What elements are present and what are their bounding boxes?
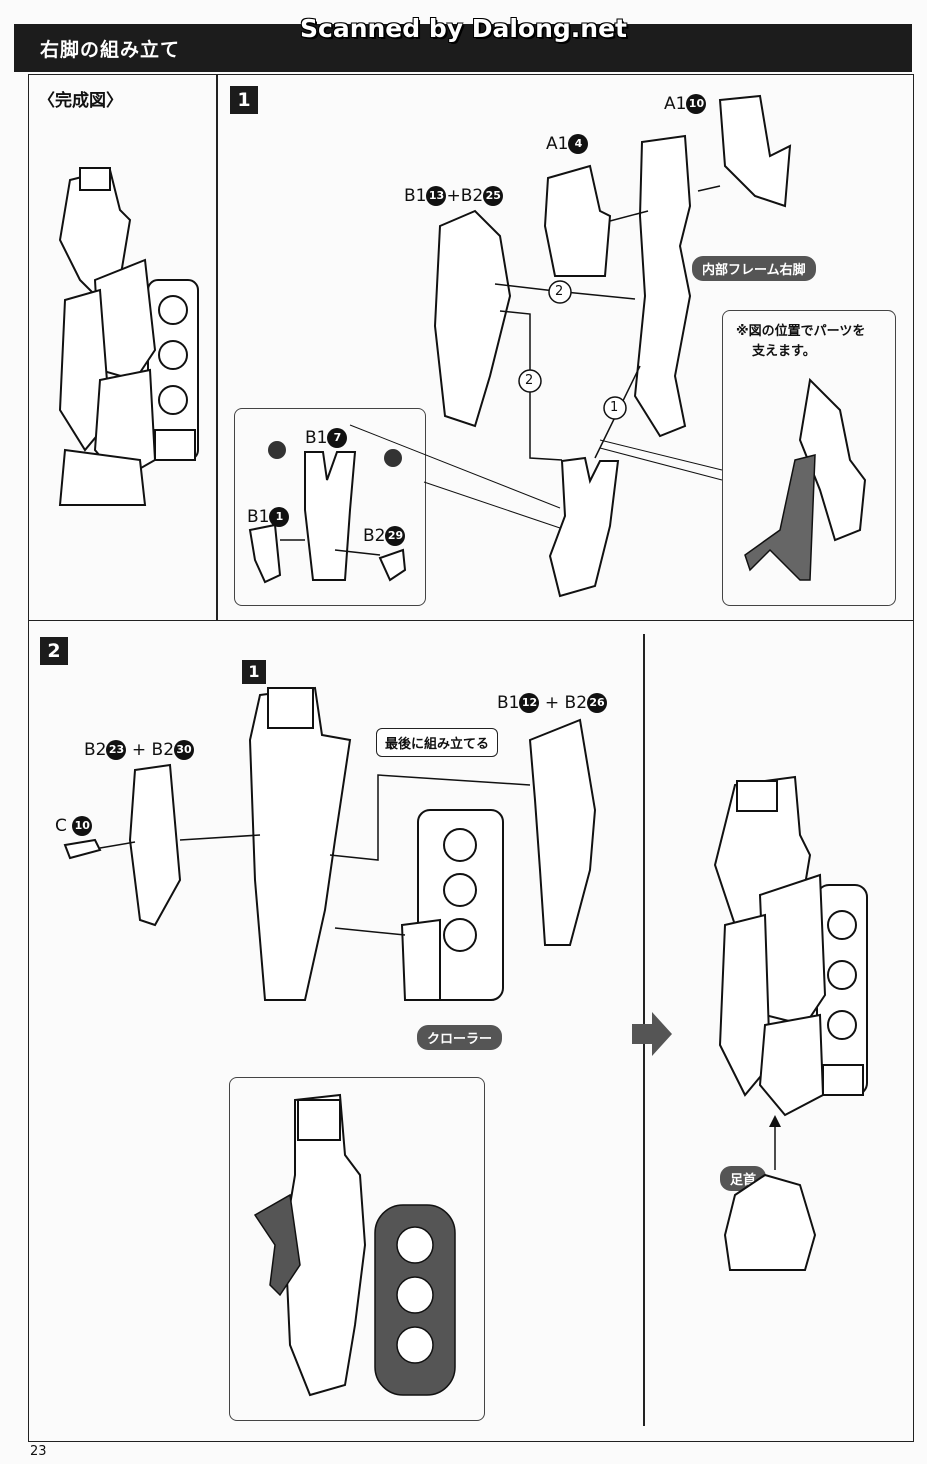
result-arrow-icon xyxy=(632,1012,672,1056)
crawler-detail-illustration xyxy=(253,1093,456,1397)
assemble-last-callout: 最後に組み立てる xyxy=(376,728,499,757)
support-note-line1: ※図の位置でパーツを xyxy=(736,324,866,339)
crawler-detail-box xyxy=(229,1077,485,1421)
inner-frame-label: 内部フレーム右脚 xyxy=(692,256,816,281)
step1-guide-lines xyxy=(349,424,723,529)
step2-panel xyxy=(28,620,914,1442)
step2-result-illustration xyxy=(713,775,868,1271)
support-note-box xyxy=(722,310,896,606)
complete-label: 〈完成図〉 xyxy=(38,91,123,111)
order-label-2a: 2 xyxy=(555,284,564,299)
order-label-2b: 2 xyxy=(525,373,534,388)
support-note-line2: 支えます。 xyxy=(752,344,816,359)
complete-leg-illustration xyxy=(58,167,199,506)
support-illustration xyxy=(744,377,867,581)
step1-frame-illustration xyxy=(433,94,792,598)
page-header: 右脚の組み立て xyxy=(14,24,912,72)
page-title: 右脚の組み立て xyxy=(40,39,181,61)
watermark: Scanned by Dalong.net xyxy=(300,14,628,43)
step2-assembly-illustration xyxy=(63,686,597,1001)
page-number: 23 xyxy=(30,1444,47,1459)
part-c-10: C 10 xyxy=(55,816,93,836)
crawler-label: クローラー xyxy=(417,1025,503,1050)
subassembly-illustration xyxy=(248,441,407,584)
subassembly-box xyxy=(234,408,426,606)
step2-number: 2 xyxy=(40,637,68,665)
step1-number: 1 xyxy=(230,86,258,114)
order-label-1: 1 xyxy=(610,400,619,415)
step2-subref: 1 xyxy=(242,660,266,684)
